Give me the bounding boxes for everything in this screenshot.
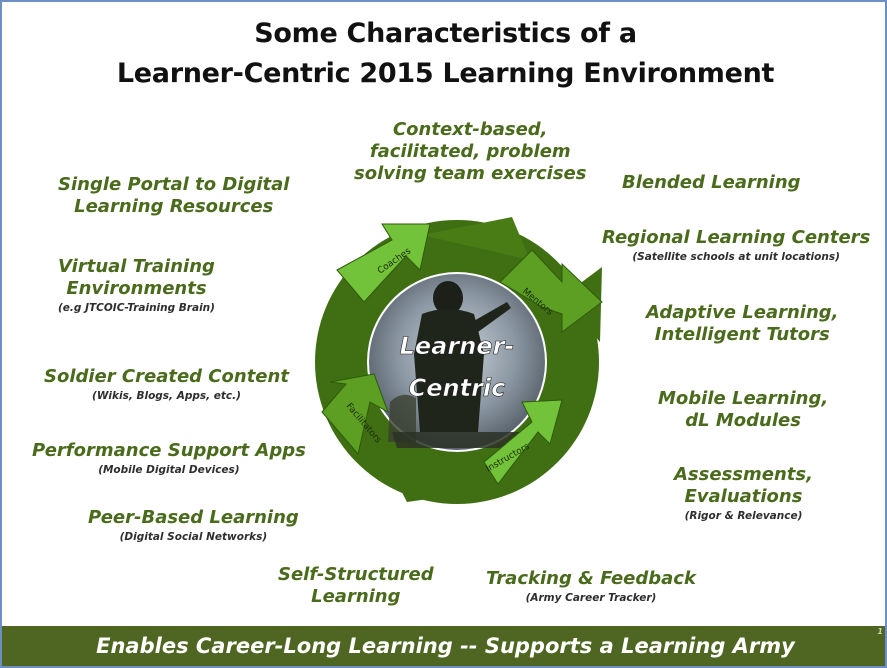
item-self-structured: Self-Structured Learning bbox=[278, 564, 434, 608]
item-assessments-sub: (Rigor & Relevance) bbox=[684, 510, 803, 522]
item-mobile-learning: Mobile Learning, dL Modules bbox=[658, 388, 828, 432]
slide-title-line-1: Some Characteristics of a bbox=[254, 18, 637, 49]
item-soldier-content-sub: (Wikis, Blogs, Apps, etc.) bbox=[92, 390, 241, 402]
item-assessments-line-2: Evaluations bbox=[684, 486, 803, 507]
item-mobile-learning-line-1: Mobile Learning, bbox=[658, 388, 829, 409]
item-peer-based: Peer-Based Learning (Digital Social Netw… bbox=[88, 507, 299, 545]
item-virtual-training: Virtual Training Environments (e.g JTCOI… bbox=[58, 256, 215, 316]
item-blended-learning-line-1: Blended Learning bbox=[622, 172, 801, 193]
item-performance-support-sub: (Mobile Digital Devices) bbox=[98, 464, 240, 476]
item-peer-based-sub: (Digital Social Networks) bbox=[119, 531, 268, 543]
item-single-portal: Single Portal to Digital Learning Resour… bbox=[58, 174, 289, 218]
item-soldier-content: Soldier Created Content (Wikis, Blogs, A… bbox=[44, 366, 289, 404]
item-virtual-training-sub: (e.g JTCOIC-Training Brain) bbox=[58, 302, 215, 314]
item-single-portal-line-2: Learning Resources bbox=[74, 196, 274, 217]
item-virtual-training-line-1: Virtual Training bbox=[58, 256, 215, 277]
cycle-arrow-top bbox=[422, 217, 530, 260]
item-single-portal-line-1: Single Portal to Digital bbox=[58, 174, 290, 195]
cycle-arrow-left bbox=[320, 302, 354, 422]
item-blended-learning: Blended Learning bbox=[622, 172, 801, 194]
item-regional-centers: Regional Learning Centers (Satellite sch… bbox=[602, 227, 870, 265]
center-label-line-1: Learner- bbox=[400, 332, 515, 360]
item-assessments: Assessments, Evaluations (Rigor & Releva… bbox=[674, 464, 813, 524]
item-peer-based-main: Peer-Based Learning bbox=[88, 507, 299, 528]
item-assessments-line-1: Assessments, bbox=[674, 464, 813, 485]
item-context-based: Context-based, facilitated, problem solv… bbox=[354, 119, 586, 185]
soldier-photo bbox=[369, 274, 545, 450]
item-adaptive-learning: Adaptive Learning, Intelligent Tutors bbox=[646, 302, 839, 346]
item-adaptive-learning-line-1: Adaptive Learning, bbox=[646, 302, 839, 323]
item-mobile-learning-line-2: dL Modules bbox=[685, 410, 801, 431]
center-label-line-2: Centric bbox=[409, 374, 506, 402]
item-tracking-feedback: Tracking & Feedback (Army Career Tracker… bbox=[486, 568, 696, 606]
item-performance-support: Performance Support Apps (Mobile Digital… bbox=[32, 440, 306, 478]
item-context-based-line-2: facilitated, problem bbox=[369, 141, 571, 162]
item-context-based-line-1: Context-based, bbox=[392, 119, 548, 140]
item-tracking-feedback-main: Tracking & Feedback bbox=[486, 568, 696, 589]
item-virtual-training-line-2: Environments bbox=[66, 278, 207, 299]
item-tracking-feedback-sub: (Army Career Tracker) bbox=[525, 592, 657, 604]
page-number: 1 bbox=[877, 627, 883, 636]
item-regional-centers-sub: (Satellite schools at unit locations) bbox=[632, 251, 840, 263]
item-performance-support-main: Performance Support Apps bbox=[32, 440, 306, 461]
item-adaptive-learning-line-2: Intelligent Tutors bbox=[654, 324, 830, 345]
slide-title-line-2: Learner-Centric 2015 Learning Environmen… bbox=[116, 58, 775, 89]
item-self-structured-line-2: Learning bbox=[311, 586, 401, 607]
cycle-arrow-bottom bbox=[382, 454, 492, 502]
footer-banner: Enables Career-Long Learning -- Supports… bbox=[2, 626, 885, 666]
item-self-structured-line-1: Self-Structured bbox=[278, 564, 434, 585]
footer-text: Enables Career-Long Learning -- Supports… bbox=[96, 634, 795, 658]
item-soldier-content-main: Soldier Created Content bbox=[44, 366, 289, 387]
item-regional-centers-main: Regional Learning Centers bbox=[602, 227, 871, 248]
item-context-based-line-3: solving team exercises bbox=[354, 163, 587, 184]
